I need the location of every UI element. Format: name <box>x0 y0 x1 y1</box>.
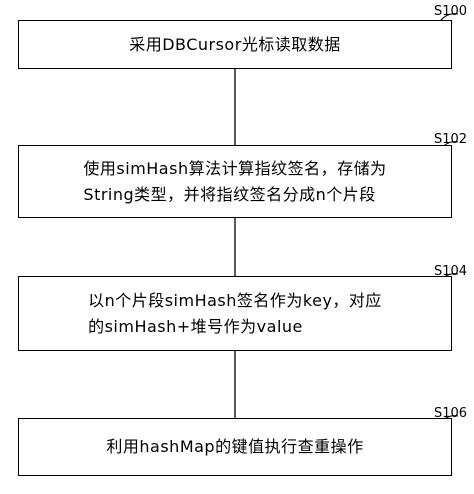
step-text-s100: 采用DBCursor光标读取数据 <box>129 34 341 54</box>
step-label-s100: S100 <box>434 4 468 19</box>
step-text-s102: 使用simHash算法计算指纹签名，存储为 String类型，并将指纹签名分成n… <box>83 158 387 204</box>
step-text-s104: 以n个片段simHash签名作为key，对应 的simHash+堆号作为valu… <box>88 290 382 336</box>
step-box-s104: 以n个片段simHash签名作为key，对应 的simHash+堆号作为valu… <box>18 276 452 351</box>
step-box-s106: 利用hashMap的键值执行查重操作 <box>18 418 452 476</box>
step-box-s102: 使用simHash算法计算指纹签名，存储为 String类型，并将指纹签名分成n… <box>18 145 452 218</box>
step-label-s104: S104 <box>434 264 468 279</box>
step-text-s106: 利用hashMap的键值执行查重操作 <box>106 437 364 456</box>
leader-line-s100 <box>439 13 459 22</box>
step-label-s106: S106 <box>434 406 468 421</box>
step-label-s102: S102 <box>434 132 468 147</box>
step-box-s100: 采用DBCursor光标读取数据 <box>18 20 452 69</box>
